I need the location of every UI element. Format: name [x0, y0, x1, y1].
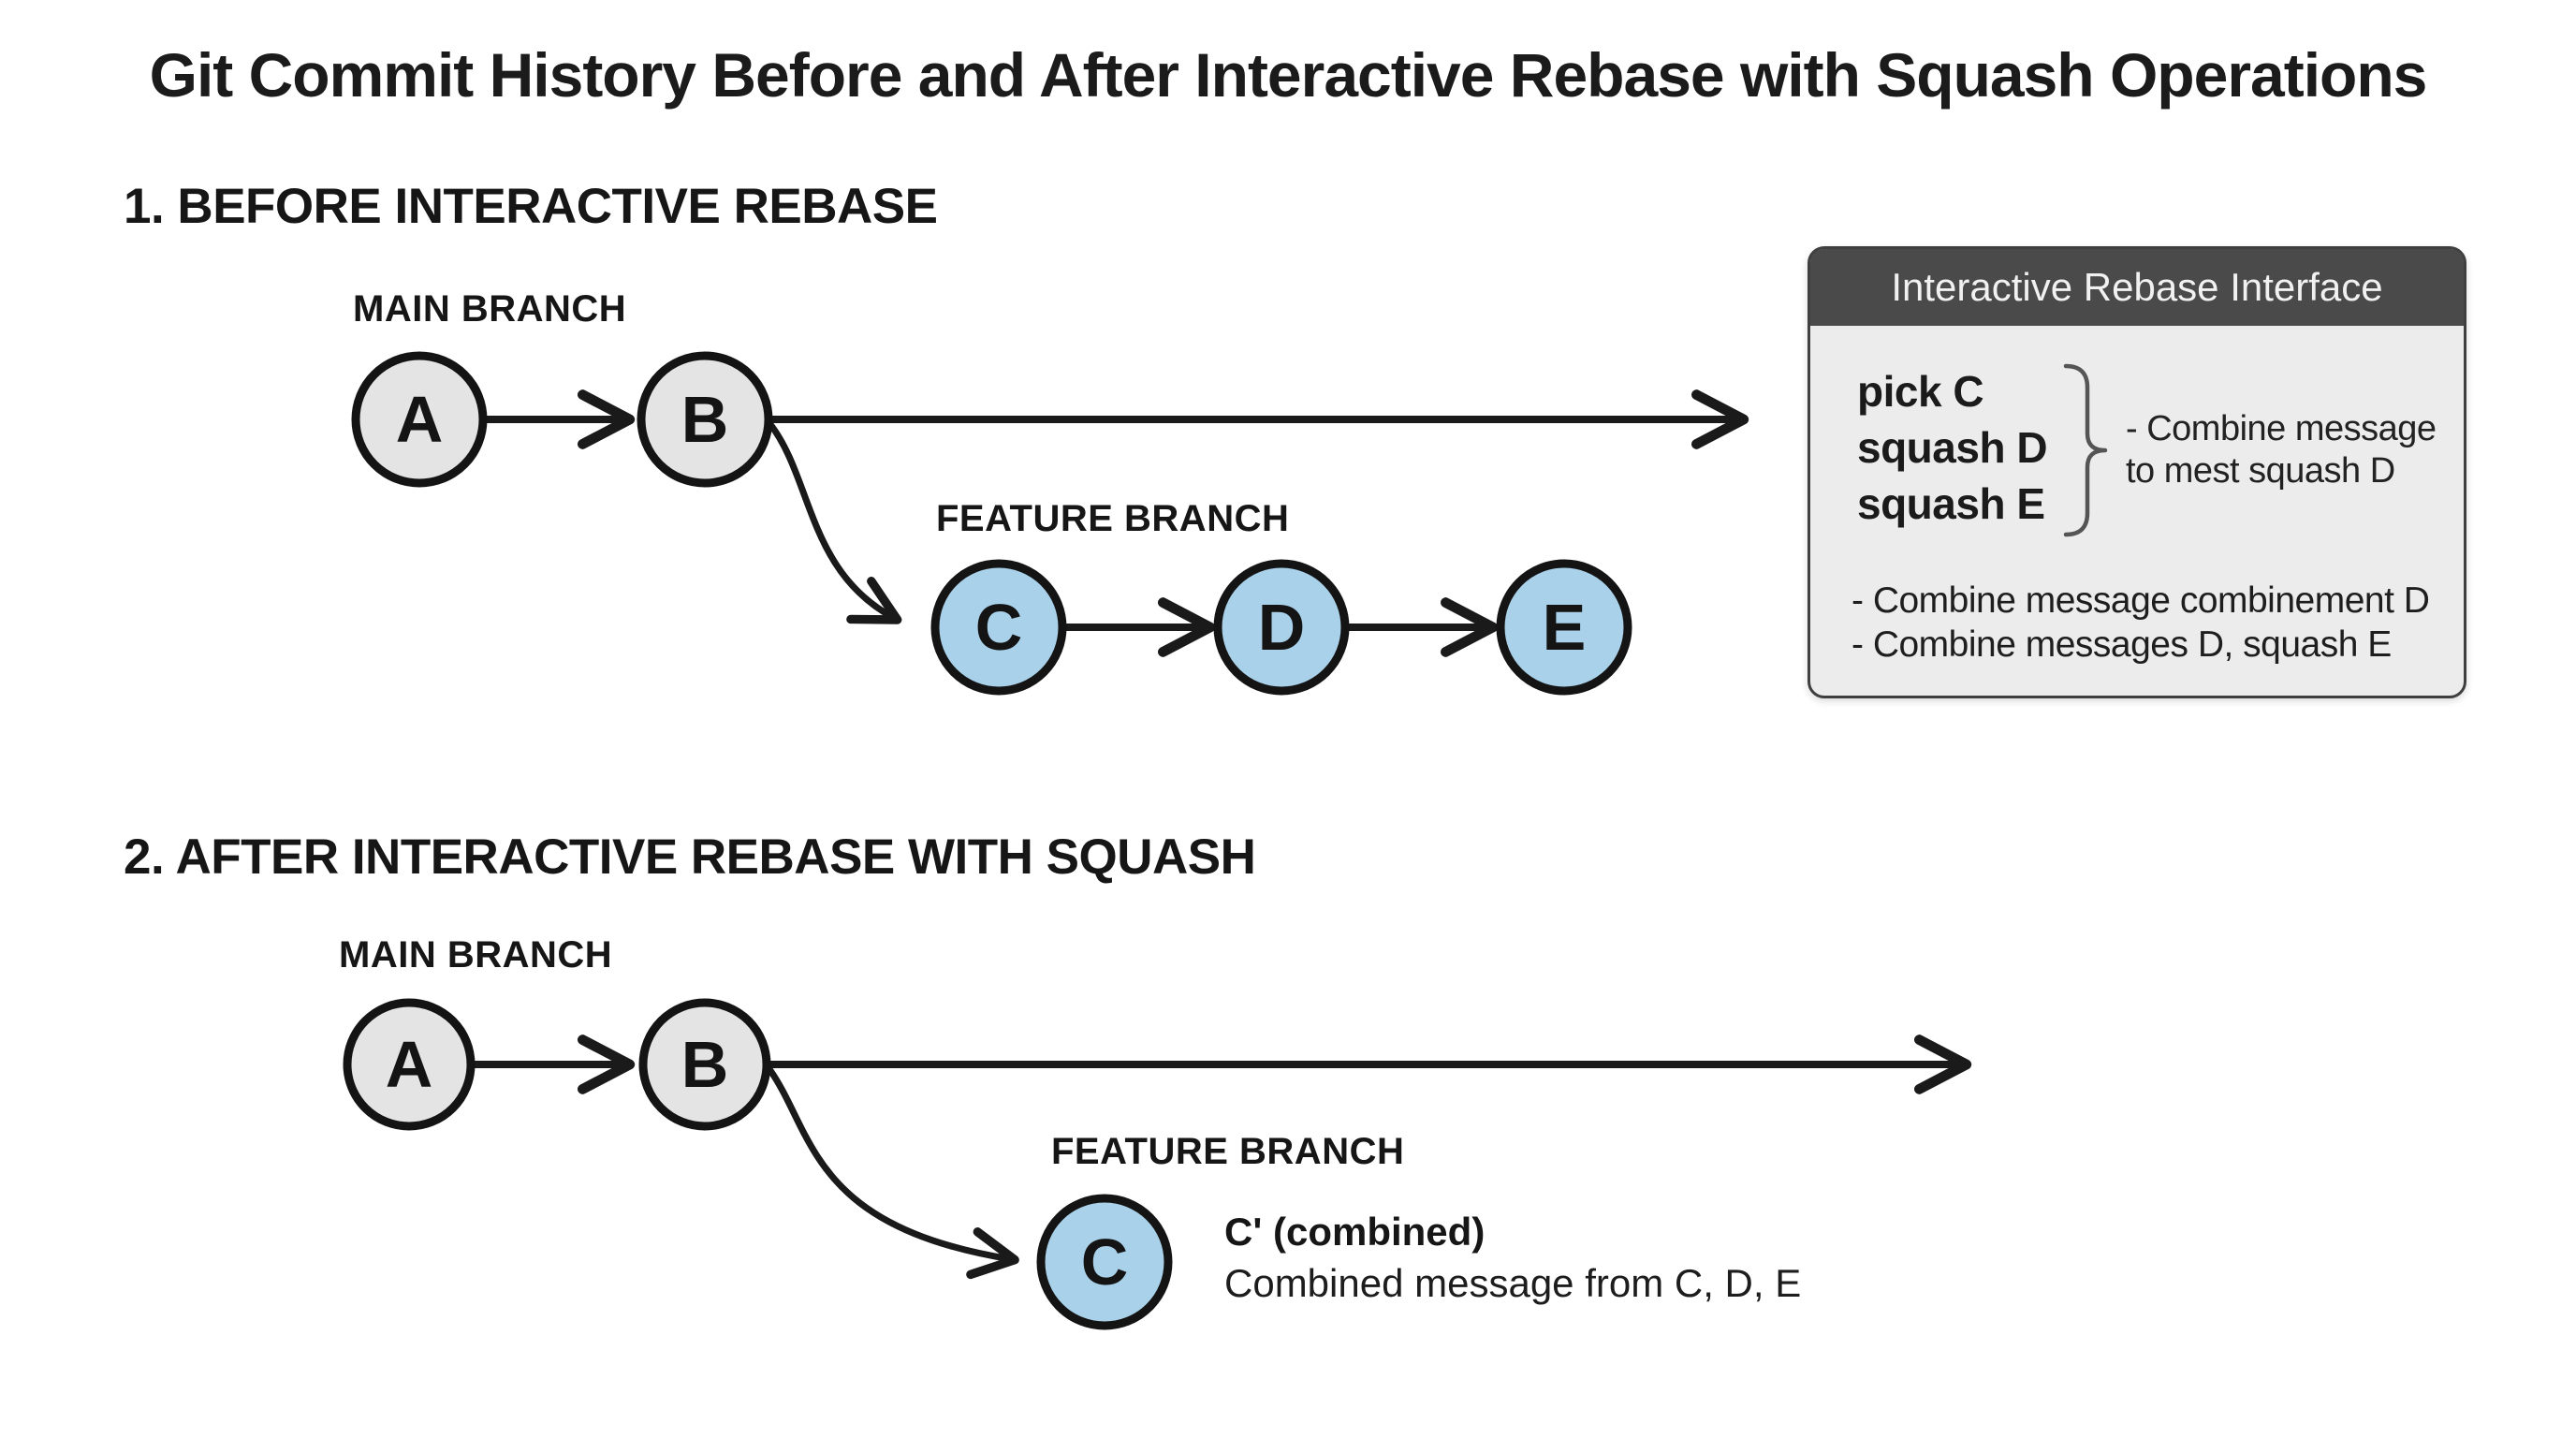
feature-branch-label-after: FEATURE BRANCH — [1051, 1131, 1405, 1172]
commit-node-d-before: D — [1213, 559, 1350, 696]
commit-node-c-before: C — [930, 559, 1067, 696]
commit-label-b-before: B — [681, 383, 729, 456]
commit-node-b-after: B — [638, 998, 771, 1131]
curly-brace-icon — [2063, 363, 2108, 537]
section-heading-after: 2. AFTER INTERACTIVE REBASE WITH SQUASH — [124, 829, 1256, 885]
commit-label-d-before: D — [1258, 591, 1306, 664]
rebase-command-pick: pick C — [1857, 367, 1984, 416]
edge-b-branch-to-c-after — [767, 1066, 1019, 1280]
commit-node-a-before: A — [351, 351, 488, 488]
commit-node-a-after: A — [343, 998, 476, 1131]
combined-commit-subtitle: Combined message from C, D, E — [1224, 1261, 1802, 1305]
edge-b-branch-to-c-before — [767, 420, 902, 624]
feature-branch-label-before: FEATURE BRANCH — [936, 498, 1290, 539]
commit-label-e-before: E — [1543, 591, 1587, 664]
brace-annotation-line1: - Combine message — [2126, 409, 2437, 448]
rebase-panel-title: Interactive Rebase Interface — [1810, 249, 2464, 326]
interactive-rebase-panel: Interactive Rebase Interface pick C squa… — [1808, 246, 2466, 698]
commit-label-a-before: A — [396, 383, 444, 456]
rebase-notes: - Combine message combinement D - Combin… — [1852, 579, 2430, 667]
commit-label-a-after: A — [386, 1028, 433, 1101]
rebase-note-2: - Combine messages D, squash E — [1852, 624, 2392, 665]
brace-annotation: - Combine message to mest squash D — [2126, 408, 2437, 492]
main-branch-label-after: MAIN BRANCH — [339, 934, 613, 976]
commit-label-b-after: B — [681, 1028, 729, 1101]
page-title: Git Commit History Before and After Inte… — [149, 40, 2428, 110]
commit-node-c-combined-after: C — [1036, 1194, 1173, 1330]
commit-label-c-after: C — [1081, 1225, 1129, 1299]
rebase-command-squash-d: squash D — [1857, 423, 2048, 472]
commit-node-b-before: B — [637, 351, 773, 488]
commit-node-e-before: E — [1496, 559, 1632, 696]
commit-label-c-before: C — [975, 591, 1023, 664]
rebase-note-1: - Combine message combinement D — [1852, 580, 2430, 621]
rebase-command-list: pick C squash D squash E — [1857, 363, 2048, 532]
brace-annotation-line2: to mest squash D — [2126, 451, 2395, 491]
combined-commit-title: C' (combined) — [1224, 1210, 1486, 1254]
rebase-command-squash-e: squash E — [1857, 479, 2045, 528]
main-branch-label-before: MAIN BRANCH — [353, 288, 627, 330]
section-heading-before: 1. BEFORE INTERACTIVE REBASE — [124, 179, 938, 234]
